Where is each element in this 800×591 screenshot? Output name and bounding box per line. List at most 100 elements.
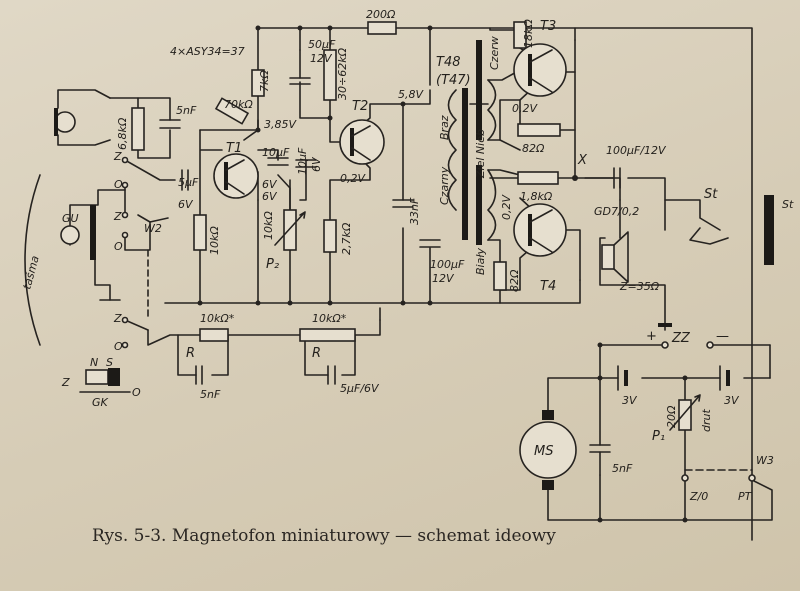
label-5n-ms: 5nF bbox=[612, 462, 633, 475]
resistor-200 bbox=[367, 21, 397, 35]
label-t2: T2 bbox=[352, 99, 368, 114]
capacitor-5n-top bbox=[159, 119, 181, 129]
label-tape: taśma bbox=[20, 254, 41, 291]
label-erase-gk: GK bbox=[92, 396, 109, 409]
battery-left bbox=[617, 365, 628, 391]
transistor-t2 bbox=[339, 119, 385, 165]
label-10u-b-v: 6V bbox=[310, 156, 323, 172]
contact-o1: O bbox=[114, 178, 123, 191]
label-wire-czerw: Czerw bbox=[488, 36, 501, 70]
label-transformer-alt: (T47) bbox=[436, 73, 471, 88]
capacitor-out bbox=[613, 167, 621, 189]
label-p1-value: 20Ω bbox=[665, 405, 678, 428]
resistor-70k bbox=[214, 97, 250, 125]
junctions bbox=[197, 25, 688, 523]
resistor-1k8 bbox=[517, 171, 559, 185]
label-82-bot: 82Ω bbox=[508, 269, 521, 292]
label-pt: PT bbox=[738, 490, 753, 503]
capacitor-50u bbox=[289, 49, 311, 85]
label-7k: 7kΩ bbox=[258, 70, 271, 92]
label-50u-v: 12V bbox=[310, 52, 333, 65]
label-plus: + bbox=[646, 329, 657, 344]
label-wire-braz: Braz bbox=[438, 115, 451, 140]
label-p2-value: 10kΩ bbox=[262, 211, 275, 240]
switch-contacts bbox=[121, 156, 756, 482]
capacitor-5n-ms bbox=[589, 444, 611, 476]
label-transformer: T48 bbox=[436, 55, 460, 70]
label-wire-czarny: Czarny bbox=[438, 166, 451, 205]
resistor-10k-a bbox=[199, 328, 229, 342]
potentiometer-p2 bbox=[283, 209, 297, 251]
label-100u-v: 12V bbox=[432, 272, 455, 285]
capacitor-33n bbox=[392, 199, 414, 208]
label-82-top: 82Ω bbox=[522, 142, 545, 155]
label-w3: W3 bbox=[756, 454, 774, 467]
label-batt-l: 3V bbox=[622, 394, 638, 407]
jack-st-right bbox=[764, 195, 774, 265]
label-motor: MS bbox=[534, 444, 553, 459]
resistor-82-bot bbox=[493, 261, 507, 291]
resistor-2k7 bbox=[323, 219, 337, 253]
label-100u: 100μF bbox=[430, 258, 465, 271]
label-p1: P₁ bbox=[652, 429, 665, 444]
battery-right bbox=[719, 365, 730, 391]
label-node-x: X bbox=[577, 153, 588, 168]
labels: 4×ASY34=37 200Ω 70kΩ 7kΩ 6,8kΩ 30÷62kΩ 1… bbox=[20, 8, 794, 503]
capacitor-5n-r bbox=[195, 365, 203, 385]
label-minus: — bbox=[716, 329, 729, 344]
contact-z2: Z bbox=[113, 210, 122, 223]
label-18k: 18kΩ bbox=[522, 19, 535, 48]
label-erase-o: O bbox=[132, 386, 141, 399]
label-r-b: R bbox=[312, 346, 321, 361]
label-drut: drut bbox=[700, 409, 713, 432]
transformer-t48 bbox=[447, 40, 497, 245]
label-t1: T1 bbox=[226, 141, 242, 156]
resistor-30-62k bbox=[323, 49, 337, 101]
transistor-t3 bbox=[513, 43, 567, 97]
label-w2: W2 bbox=[144, 222, 162, 235]
capacitor-10u-b bbox=[295, 159, 317, 168]
microphone bbox=[54, 108, 76, 136]
label-200: 200Ω bbox=[366, 8, 396, 21]
label-v-58: 5,8V bbox=[398, 88, 424, 101]
label-v-t2: 0,2V bbox=[340, 172, 366, 185]
caption-number: Rys. 5-3. bbox=[92, 526, 167, 546]
label-zz: ZZ bbox=[671, 331, 691, 346]
label-5u-v: 6V bbox=[178, 198, 194, 211]
resistor-10k-b bbox=[299, 328, 356, 342]
label-erase-s: S bbox=[106, 356, 113, 369]
label-v-t1: 6V bbox=[262, 190, 278, 203]
capacitor-5u-6v bbox=[327, 365, 336, 385]
label-5n-top: 5nF bbox=[176, 104, 197, 117]
label-v-t4: 0,2V bbox=[500, 194, 513, 220]
label-erase-z: Z bbox=[61, 376, 70, 389]
label-head-gu: GU bbox=[62, 212, 79, 225]
label-10k-base: 10kΩ bbox=[208, 226, 221, 255]
label-50u: 50μF bbox=[308, 38, 336, 51]
speaker bbox=[601, 231, 629, 283]
label-r-a: R bbox=[186, 346, 195, 361]
label-erase-n: N bbox=[90, 356, 98, 369]
label-st: St bbox=[704, 187, 718, 202]
transistor-note: 4×ASY34=37 bbox=[170, 45, 245, 58]
transistor-t4 bbox=[513, 203, 567, 257]
label-10k-b: 10kΩ* bbox=[312, 312, 347, 325]
label-6k8: 6,8kΩ bbox=[116, 117, 129, 150]
label-st-right: St bbox=[782, 198, 794, 211]
label-5u-6v: 5μF/6V bbox=[340, 382, 380, 395]
label-1k8: 1,8kΩ bbox=[520, 190, 553, 203]
resistor-82-top bbox=[517, 123, 561, 137]
label-70k: 70kΩ bbox=[224, 98, 253, 111]
potentiometer-p1 bbox=[678, 399, 692, 431]
label-v-385: 3,85V bbox=[264, 118, 297, 131]
label-wire-ziel: Ziel Nieb bbox=[474, 129, 487, 179]
capacitor-100u bbox=[419, 239, 441, 248]
label-10k-a: 10kΩ* bbox=[200, 312, 235, 325]
contact-o3: O bbox=[114, 340, 123, 353]
label-batt-r: 3V bbox=[724, 394, 740, 407]
label-5n-r: 5nF bbox=[200, 388, 221, 401]
capacitor-10u-a bbox=[267, 157, 289, 166]
figure-caption: Rys. 5-3. Magnetofon miniaturowy — schem… bbox=[92, 526, 732, 546]
